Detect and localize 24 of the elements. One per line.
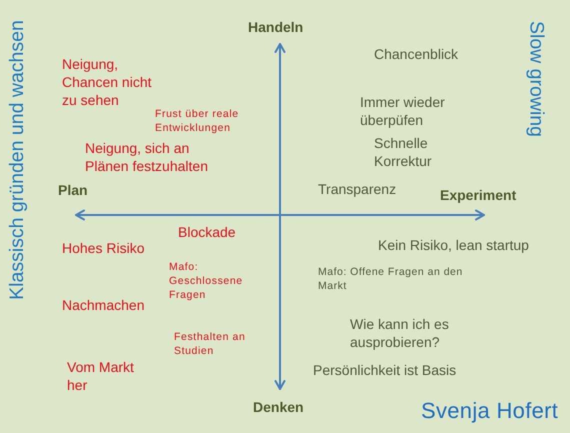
side-heading: Klassisch gründen und wachsen (5, 19, 29, 302)
quadrant-note: Kein Risiko, lean startup (378, 236, 529, 254)
quadrant-note: Wie kann ich es ausprobieren? (350, 315, 450, 351)
quadrant-note: Transparenz (318, 180, 396, 198)
axis-label: Handeln (248, 19, 304, 36)
quadrant-note: Vom Markt her (67, 358, 135, 394)
quadrant-note: Festhalten an Studien (174, 330, 246, 358)
quadrant-note: Blockade (178, 223, 236, 241)
quadrant-note: Neigung, Chancen nicht zu sehen (62, 55, 153, 109)
quadrant-note: Neigung, sich an Plänen festzuhalten (85, 139, 209, 175)
quadrant-note: Persönlichkeit ist Basis (313, 361, 456, 379)
quadrant-note: Mafo: Geschlossene Fragen (169, 260, 244, 302)
quadrant-note: Nachmachen (62, 296, 144, 314)
quadrant-note: Mafo: Offene Fragen an den Markt (318, 265, 464, 293)
side-heading: Slow growing (524, 20, 548, 139)
quadrant-note: Chancenblick (374, 45, 458, 63)
axis-label: Experiment (440, 187, 516, 204)
quadrant-note: Hohes Risiko (62, 239, 144, 257)
quadrant-note: Schnelle Korrektur (374, 134, 433, 170)
quadrant-note: Immer wieder überpüfen (360, 93, 446, 129)
quadrant-note: Frust über reale Entwicklungen (155, 107, 240, 135)
author-name: Svenja Hofert (421, 398, 558, 424)
axis-label: Denken (253, 399, 304, 416)
axis-label: Plan (58, 182, 88, 199)
